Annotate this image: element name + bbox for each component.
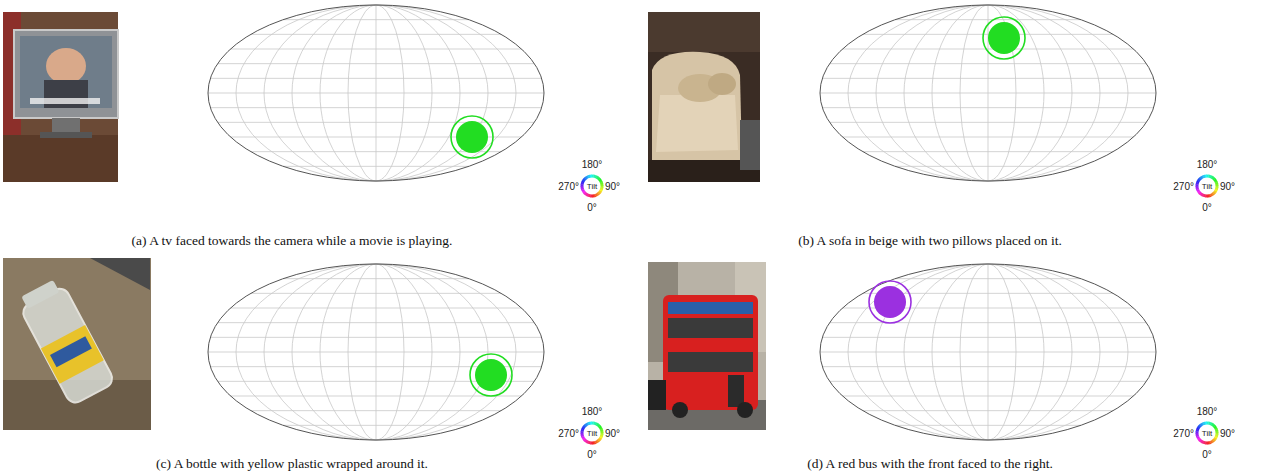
wheel-title: Tilt — [587, 429, 597, 438]
tv-photo — [3, 12, 118, 182]
parallel — [251, 34, 501, 35]
parallel — [863, 151, 1113, 152]
parallel — [830, 381, 1147, 382]
parallel — [231, 49, 522, 50]
mollweide-grid — [208, 5, 544, 181]
prediction-dot — [475, 359, 507, 391]
prediction-ring — [983, 17, 1025, 59]
prediction-dot — [874, 286, 906, 318]
parallel — [208, 93, 544, 94]
parallel — [822, 78, 1153, 79]
mollweide-grid — [208, 264, 544, 440]
parallel — [830, 322, 1147, 323]
bus-photo — [648, 262, 766, 430]
parallel — [863, 34, 1113, 35]
sofa-photo — [648, 12, 760, 182]
prediction-dot — [988, 22, 1020, 54]
bottle-photo — [3, 258, 151, 430]
parallel — [231, 396, 522, 397]
parallel — [251, 293, 501, 294]
parallel — [822, 337, 1153, 338]
hue-arc — [1205, 441, 1207, 444]
angle-label: 270° — [1173, 428, 1194, 439]
parallel — [830, 122, 1147, 123]
sphere-outline — [820, 264, 1156, 440]
mollweide-grid — [820, 264, 1156, 440]
parallel — [820, 352, 1156, 353]
sphere-outline — [820, 5, 1156, 181]
tilt-wheel — [582, 423, 602, 443]
angle-label: 180° — [582, 406, 603, 417]
hue-arc — [590, 441, 592, 444]
wheel-title: Tilt — [1202, 182, 1212, 191]
parallel — [843, 396, 1134, 397]
angle-label: 0° — [587, 202, 597, 213]
parallel — [210, 337, 541, 338]
parallel — [231, 308, 522, 309]
angle-label: 180° — [582, 159, 603, 170]
parallel — [210, 107, 541, 108]
angle-label: 90° — [605, 181, 620, 192]
parallel — [283, 166, 469, 167]
parallel — [283, 278, 469, 279]
parallel — [822, 366, 1153, 367]
angle-label: 270° — [558, 181, 579, 192]
subfigure-caption: (d) A red bus with the front faced to th… — [807, 456, 1053, 472]
subfigure-caption: (b) A sofa in beige with two pillows pla… — [798, 233, 1062, 249]
parallel — [843, 137, 1134, 138]
parallel — [822, 107, 1153, 108]
parallel — [895, 425, 1081, 426]
parallel — [218, 322, 535, 323]
angle-label: 0° — [1202, 449, 1212, 460]
mollweide-grid — [820, 5, 1156, 181]
hue-arc — [590, 194, 592, 197]
parallel — [895, 19, 1081, 20]
angle-label: 270° — [558, 428, 579, 439]
parallel — [283, 425, 469, 426]
hue-arc — [1205, 194, 1207, 197]
wheel-title: Tilt — [587, 182, 597, 191]
tilt-wheel — [582, 176, 602, 196]
parallel — [820, 93, 1156, 94]
parallel — [830, 63, 1147, 64]
parallel — [210, 78, 541, 79]
angle-label: 0° — [587, 449, 597, 460]
prediction-ring — [470, 354, 512, 396]
angle-label: 180° — [1197, 406, 1218, 417]
angle-label: 90° — [605, 428, 620, 439]
parallel — [863, 410, 1113, 411]
prediction-ring — [451, 116, 493, 158]
parallel — [843, 49, 1134, 50]
parallel — [251, 151, 501, 152]
angle-label: 90° — [1220, 428, 1235, 439]
angle-label: 270° — [1173, 181, 1194, 192]
parallel — [208, 352, 544, 353]
parallel — [218, 63, 535, 64]
tilt-wheel — [1197, 423, 1217, 443]
parallel — [895, 166, 1081, 167]
wheel-title: Tilt — [1202, 429, 1212, 438]
angle-label: 180° — [1197, 159, 1218, 170]
parallel — [251, 410, 501, 411]
parallel — [895, 278, 1081, 279]
angle-label: 90° — [1220, 181, 1235, 192]
angle-label: 0° — [1202, 202, 1212, 213]
prediction-dot — [456, 121, 488, 153]
parallel — [283, 19, 469, 20]
prediction-ring — [869, 281, 911, 323]
subfigure-caption: (a) A tv faced towards the camera while … — [132, 233, 453, 249]
sphere-outline — [208, 264, 544, 440]
subfigure-caption: (c) A bottle with yellow plastic wrapped… — [156, 456, 428, 472]
sphere-outline — [208, 5, 544, 181]
tilt-wheel — [1197, 176, 1217, 196]
